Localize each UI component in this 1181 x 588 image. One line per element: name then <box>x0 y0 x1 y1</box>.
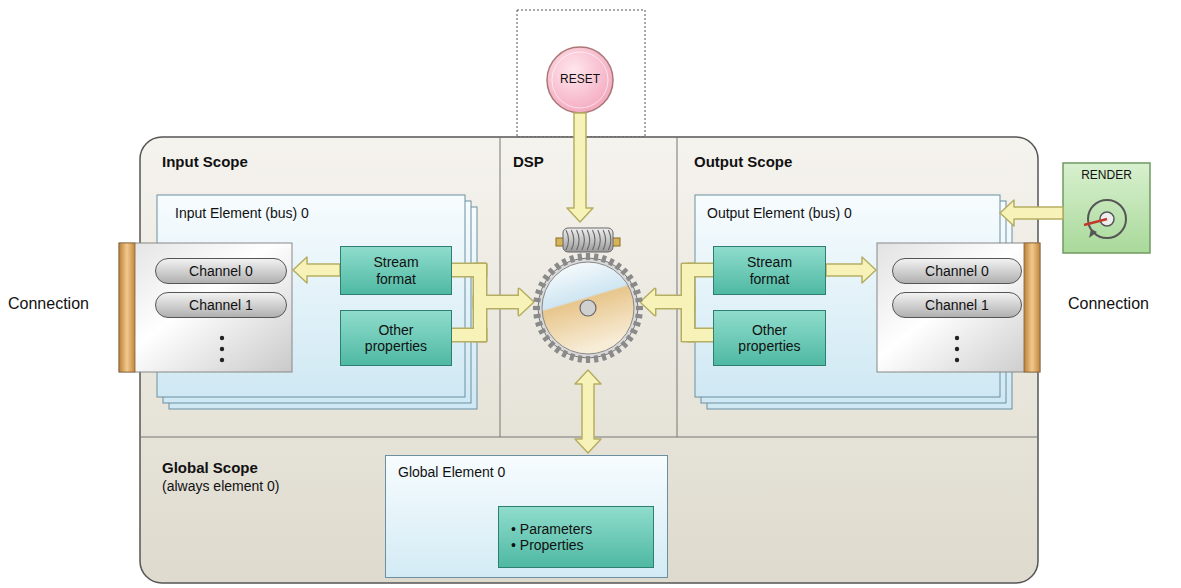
node-text: Channel 1 <box>189 297 253 313</box>
node-text: RENDER <box>1063 169 1150 183</box>
scope-heading: Global Scope <box>162 459 258 476</box>
render-box: RENDER <box>1063 163 1150 253</box>
reset-circle: RESET <box>548 48 612 112</box>
node-text: Other properties <box>359 322 433 354</box>
node-text: Channel 1 <box>925 297 989 313</box>
channel-pill: Channel 1 <box>155 292 287 318</box>
element-box: Input Element (bus) 0 Channel 0 Channel 1 S… <box>157 195 465 397</box>
channel-pill: Channel 0 <box>892 258 1022 284</box>
node-text: • Properties <box>511 537 584 553</box>
node-text: Input Element (bus) 0 <box>175 205 309 221</box>
render-arrow <box>1000 200 1063 226</box>
node-text: Global Element 0 <box>398 464 505 480</box>
property-box: • Parameters• Properties <box>498 506 654 568</box>
node-text: (always element 0) <box>162 478 280 494</box>
node-text: Other properties <box>732 322 807 354</box>
scope-region: Input ScopeInput Element (bus) 0 Channel … <box>140 137 500 437</box>
scope-region: Global Scope (always element 0) Global Ele… <box>140 437 1038 583</box>
node-text: Channel 0 <box>925 263 989 279</box>
element-box: Global Element 0 • Parameters• Properties <box>385 455 668 578</box>
element-box: Output Element (bus) 0 Stream formatOther… <box>695 195 1000 397</box>
scope-region: DSP <box>500 137 677 437</box>
node-text: • Parameters <box>511 521 592 537</box>
channel-pill: Channel 1 <box>892 292 1022 318</box>
node-text: Stream format <box>359 254 433 286</box>
scope-region: Output ScopeOutput Element (bus) 0 Stream… <box>677 137 1038 437</box>
property-box: Stream format <box>340 246 452 295</box>
node-text: Channel 0 <box>189 263 253 279</box>
connection-label: Connection <box>8 295 89 313</box>
connection-label: Connection <box>1068 295 1149 313</box>
scope-heading: Output Scope <box>694 153 792 170</box>
node-text: Output Element (bus) 0 <box>707 205 852 221</box>
scope-heading: Input Scope <box>162 153 248 170</box>
node-text: Stream format <box>732 254 807 286</box>
node-text: RESET <box>560 73 600 87</box>
scope-heading: DSP <box>513 153 544 170</box>
property-box: Other properties <box>713 310 826 366</box>
property-box: Other properties <box>340 310 452 366</box>
channel-pill: Channel 0 <box>155 258 287 284</box>
property-box: Stream format <box>713 246 826 295</box>
